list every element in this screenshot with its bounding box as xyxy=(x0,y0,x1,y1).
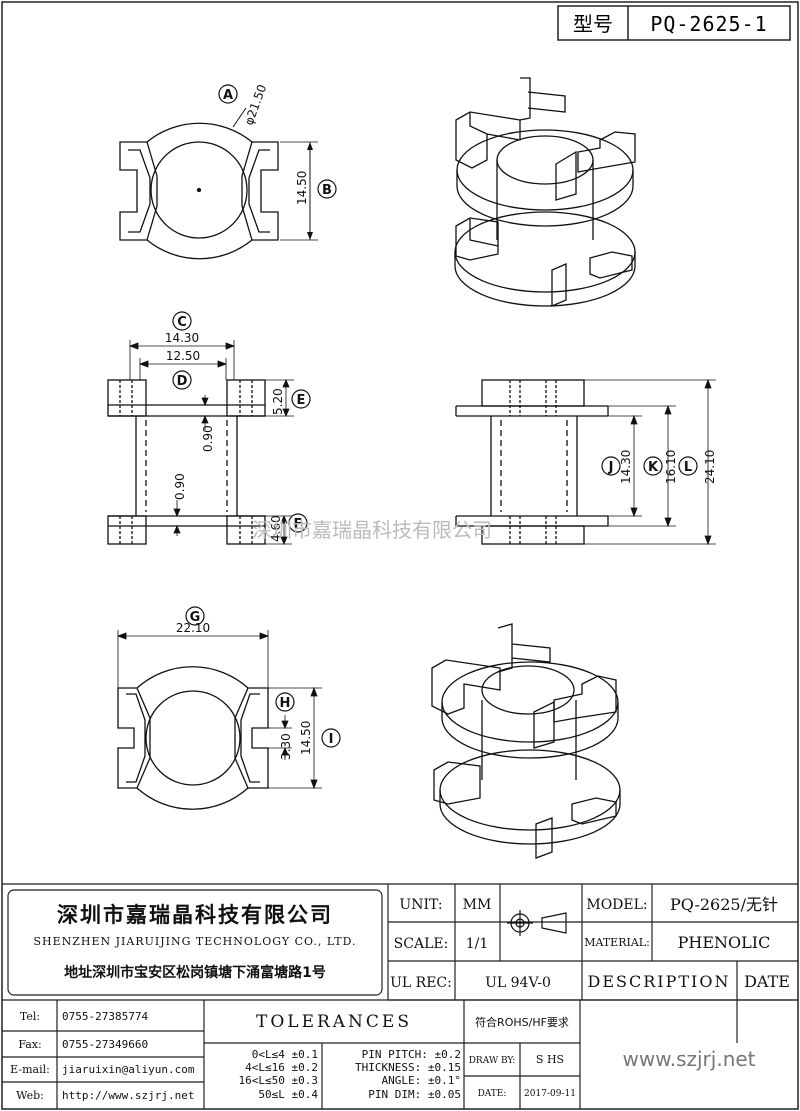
dim-g: 22.10 G xyxy=(116,606,270,688)
top-view-lower xyxy=(117,666,269,810)
dim-l-value: 24.10 xyxy=(703,450,717,484)
dim-d: 12.50 D xyxy=(138,349,228,390)
dim-b-value: 14.50 xyxy=(295,171,309,205)
callout-h: H xyxy=(280,696,291,711)
ul-label: UL REC: xyxy=(390,975,452,991)
dim-wall-upper: 0.90 xyxy=(201,395,215,452)
dim-h-value: 3.30 xyxy=(279,733,293,760)
scale-label: SCALE: xyxy=(394,936,449,952)
email-value: jiaruixin@aliyun.com xyxy=(62,1063,195,1076)
dim-c: 14.30 C xyxy=(128,311,236,380)
dim-k: 16.10 K xyxy=(608,404,678,528)
date-field-label: DATE: xyxy=(478,1089,507,1099)
watermark: 深圳市嘉瑞晶科技有限公司 xyxy=(252,518,492,542)
dim-l: 24.10 L xyxy=(584,378,717,546)
callout-g: G xyxy=(190,610,201,625)
website-url: www.szjrj.net xyxy=(622,1047,755,1071)
isometric-view-lower xyxy=(431,623,621,859)
tolerances-label: TOLERANCES xyxy=(256,1012,412,1032)
web-value: http://www.szjrj.net xyxy=(62,1089,194,1102)
side-view xyxy=(107,379,266,545)
dim-wall-upper-value: 0.90 xyxy=(201,425,215,452)
ul-value: UL 94V-0 xyxy=(485,975,551,991)
part-number-box: 型号 PQ-2625-1 xyxy=(557,5,791,41)
dim-i: 14.50 I xyxy=(268,686,341,790)
isometric-view-upper xyxy=(454,77,636,307)
callout-e: E xyxy=(297,393,306,408)
dim-a: φ21.50 A xyxy=(218,83,270,128)
description-label: DESCRIPTION xyxy=(588,972,731,991)
dim-k-value: 16.10 xyxy=(664,450,678,484)
dim-wall-lower: 0.90 xyxy=(173,473,187,536)
tolerance-row-1: 0<L≤4 ±0.1 xyxy=(252,1048,318,1061)
dim-c-value: 14.30 xyxy=(165,331,199,345)
callout-l: L xyxy=(684,460,692,475)
type-label: 型号 xyxy=(573,12,613,36)
projection-symbol-icon xyxy=(507,910,567,936)
unit-value: MM xyxy=(463,897,492,913)
pin-row-3: ANGLE: ±0.1° xyxy=(382,1074,461,1087)
fax-value: 0755-27349660 xyxy=(62,1038,148,1051)
callout-k: K xyxy=(648,460,659,475)
callout-c: C xyxy=(177,315,187,330)
dim-g-value: 22.10 xyxy=(176,621,210,635)
dim-e-value: 5.20 xyxy=(271,388,285,415)
dim-a-value: φ21.50 xyxy=(242,83,270,128)
unit-label: UNIT: xyxy=(399,897,442,913)
pin-row-2: THICKNESS: ±0.15 xyxy=(355,1061,461,1074)
callout-b: B xyxy=(322,183,332,198)
tolerance-row-2: 4<L≤16 ±0.2 xyxy=(245,1061,318,1074)
dim-i-value: 14.50 xyxy=(299,721,313,755)
company-address: 地址深圳市宝安区松岗镇塘下涌富塘路1号 xyxy=(64,964,326,981)
dim-wall-lower-value: 0.90 xyxy=(173,473,187,500)
date-field-value: 2017-09-11 xyxy=(524,1089,576,1099)
material-value: PHENOLIC xyxy=(678,933,771,952)
scale-value: 1/1 xyxy=(466,936,489,952)
company-name-en: SHENZHEN JIARUIJING TECHNOLOGY CO., LTD. xyxy=(33,935,356,948)
web-label: Web: xyxy=(16,1089,44,1102)
callout-a: A xyxy=(223,88,233,103)
tel-value: 0755-27385774 xyxy=(62,1010,148,1023)
rohs-note: 符合ROHS/HF要求 xyxy=(475,1015,569,1029)
callout-j: J xyxy=(608,460,614,475)
pin-row-1: PIN PITCH: ±0.2 xyxy=(362,1048,461,1061)
dim-e: 5.20 E xyxy=(265,378,311,418)
dim-f: 4.60 F xyxy=(265,513,308,546)
callout-i: I xyxy=(329,732,334,747)
draw-by-label: DRAW BY: xyxy=(469,1056,516,1066)
title-block xyxy=(2,883,798,1109)
tel-label: Tel: xyxy=(20,1010,40,1023)
material-label: MATERIAL: xyxy=(584,936,650,949)
callout-d: D xyxy=(177,374,188,389)
model-value: PQ-2625/无针 xyxy=(670,895,778,914)
email-label: E-mail: xyxy=(10,1063,50,1076)
callout-f: F xyxy=(294,517,303,532)
dim-j: 14.30 J xyxy=(601,414,642,518)
part-number: PQ-2625-1 xyxy=(650,12,767,36)
dim-f-value: 4.60 xyxy=(269,515,283,542)
top-view-upper xyxy=(119,122,279,260)
dim-b: 14.50 B xyxy=(280,141,337,241)
tolerance-row-3: 16<L≤50 ±0.3 xyxy=(239,1074,318,1087)
pin-row-4: PIN DIM: ±0.05 xyxy=(368,1088,461,1101)
front-view xyxy=(455,379,609,545)
dim-d-value: 12.50 xyxy=(166,349,200,363)
dim-j-value: 14.30 xyxy=(619,450,633,484)
tolerance-row-4: 50≤L ±0.4 xyxy=(258,1088,318,1101)
company-name-cn: 深圳市嘉瑞晶科技有限公司 xyxy=(57,903,333,927)
fax-label: Fax: xyxy=(18,1038,41,1051)
date-label: DATE xyxy=(744,972,790,991)
model-label: MODEL: xyxy=(586,897,647,913)
dim-h: 3.30 H xyxy=(268,692,295,760)
draw-by-value: S HS xyxy=(536,1053,564,1066)
